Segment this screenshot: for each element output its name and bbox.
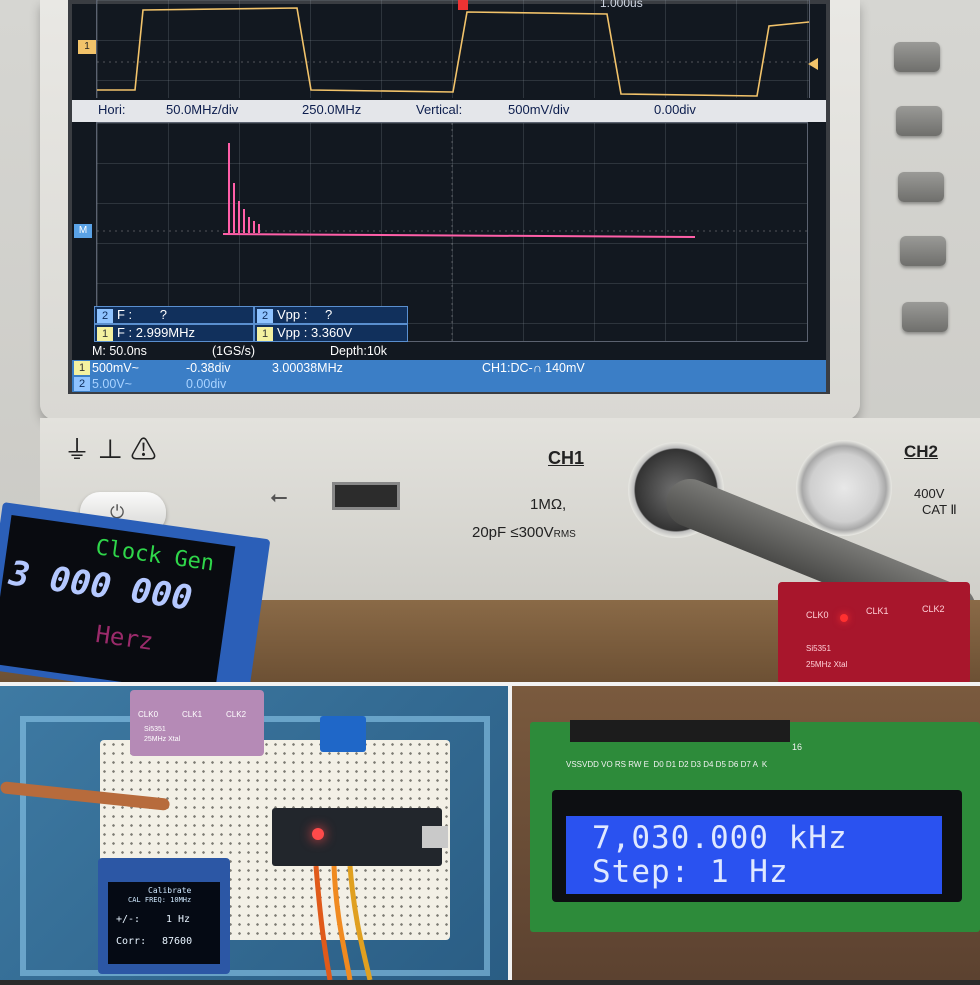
usb-connector[interactable]	[422, 826, 448, 848]
ch1-frequency: 3.00038MHz	[272, 361, 343, 375]
sample-rate: (1GS/s)	[212, 344, 256, 358]
trigger-level-icon	[808, 58, 818, 70]
ch1-square-wave	[97, 7, 809, 97]
si5351-clk1-label: CLK1	[866, 606, 889, 616]
hori-center: 250.0MHz	[302, 102, 362, 117]
terminal-block	[320, 716, 366, 752]
ch2-freq-label: F :	[117, 307, 133, 322]
si5351-clk2-label: CLK2	[922, 604, 945, 614]
soft-key-2[interactable]	[896, 106, 942, 136]
divider-vertical	[508, 686, 512, 980]
module-clk0-label: CLK0	[138, 710, 159, 719]
ch2-volts: 5.00V~	[92, 377, 132, 391]
soft-key-3[interactable]	[898, 172, 944, 202]
si5351-xtal-label: 25MHz Xtal	[806, 660, 848, 669]
math-marker: M	[74, 224, 92, 238]
si5351-board: CLK0 CLK1 CLK2 Si5351 25MHz Xtal	[778, 582, 970, 684]
input-spec-impedance: 1MΩ,	[530, 496, 567, 513]
ch2-info-row: 2 5.00V~ 0.00div	[72, 376, 826, 392]
oled-step-label: +/-:	[116, 914, 141, 925]
ch1-marker: 1	[78, 40, 96, 54]
memory-depth: Depth:10k	[330, 344, 387, 358]
ch2-vpp-value: ?	[324, 307, 333, 322]
oled-corr-label: Corr:	[116, 936, 147, 947]
ch1-offset: -0.38div	[186, 361, 231, 375]
ch2-offset: 0.00div	[186, 377, 227, 391]
oled-cal-freq: CAL FREQ: 10MHz	[128, 896, 192, 904]
power-led-icon	[840, 614, 848, 622]
ch1-trigger: CH1:DC-∩ 140mV	[482, 361, 585, 375]
divider-horizontal	[0, 682, 980, 686]
usb-icon: ⭠	[270, 484, 288, 509]
input-spec-capacitance: 20pF ≤300VRMS	[472, 524, 576, 541]
ch1-label: CH1	[548, 448, 585, 468]
si5351-chip-label: Si5351	[806, 644, 831, 653]
hori-label: Hori:	[98, 102, 126, 117]
fft-settings-bar: Hori: 50.0MHz/div 250.0MHz Vertical: 500…	[72, 100, 826, 122]
hori-value: 50.0MHz/div	[166, 102, 239, 117]
ground-warning-icon: ⏚ ⊥ ⚠	[64, 435, 157, 465]
arduino-nano	[272, 808, 448, 866]
ch2-label: CH2	[904, 442, 939, 461]
ch2-freq-value: ?	[159, 307, 168, 322]
status-led-icon	[312, 828, 324, 840]
lcd-step-line: Step: 1 Hz	[592, 854, 789, 890]
lcd-pin-16-label: 16	[792, 742, 803, 752]
rating-voltage: 400V	[914, 486, 945, 501]
lcd-frequency-line: 7,030.000 kHz	[592, 820, 848, 856]
fft-plot	[96, 122, 808, 342]
oscilloscope-photo: 1 1.000us Hori: 50.0MHz/div 250.0MHz Ver…	[0, 0, 980, 686]
ch1-vpp-measure-text: Vpp : 3.360V	[277, 325, 353, 340]
tft-unit: Herz	[93, 620, 155, 656]
soft-key-5[interactable]	[902, 302, 948, 332]
soft-key-4[interactable]	[900, 236, 946, 266]
tft-screen: Clock Gen 3 000 000 Herz	[0, 515, 236, 686]
si5351-module: CLK0 CLK1 CLK2 Si5351 25MHz Xtal	[130, 690, 264, 756]
trigger-position-icon	[458, 0, 468, 10]
acquisition-status: M: 50.0ns (1GS/s) Depth:10k	[72, 344, 826, 360]
lcd-screen: 7,030.000 kHz Step: 1 Hz	[566, 816, 942, 894]
oled-step-value: 1 Hz	[166, 914, 191, 925]
jumper-wires	[310, 865, 380, 981]
vertical-label: Vertical:	[416, 102, 463, 117]
channel-info-bar: 1 500mV~ -0.38div 3.00038MHz CH1:DC-∩ 14…	[72, 360, 826, 392]
ch1-volts: 500mV~	[92, 361, 139, 375]
module-clk1-label: CLK1	[182, 710, 203, 719]
module-xtal-label: 25MHz Xtal	[144, 736, 181, 743]
ch2-bnc-connector[interactable]	[796, 440, 892, 536]
time-domain-plot	[96, 0, 810, 98]
module-chip-label: Si5351	[144, 726, 166, 733]
lcd-header-pins	[570, 720, 790, 742]
ch2-vpp-label: Vpp :	[277, 307, 308, 322]
rating-category: CAT Ⅱ	[922, 502, 957, 517]
timebase-readout: 1.000us	[600, 0, 643, 10]
soft-key-1[interactable]	[894, 42, 940, 72]
time-scale: M: 50.0ns	[92, 344, 147, 358]
oled-corr-value: 87600	[162, 936, 193, 947]
usb-port[interactable]	[332, 482, 400, 510]
vertical-offset: 0.00div	[654, 102, 696, 117]
oled-screen: Calibrate CAL FREQ: 10MHz +/-: 1 Hz Corr…	[108, 882, 220, 964]
ch1-info-row: 1 500mV~ -0.38div 3.00038MHz CH1:DC-∩ 14…	[72, 360, 826, 376]
module-clk2-label: CLK2	[226, 710, 247, 719]
fft-spectrum-trace	[97, 123, 807, 341]
oled-title: Calibrate	[148, 886, 192, 895]
ch1-freq-measure-text: F : 2.999MHz	[117, 325, 196, 340]
vertical-value: 500mV/div	[508, 102, 570, 117]
lcd-pin-labels: VSSVDD VO RS RW E D0 D1 D2 D3 D4 D5 D6 D…	[566, 760, 768, 769]
si5351-clk0-label: CLK0	[806, 610, 829, 620]
